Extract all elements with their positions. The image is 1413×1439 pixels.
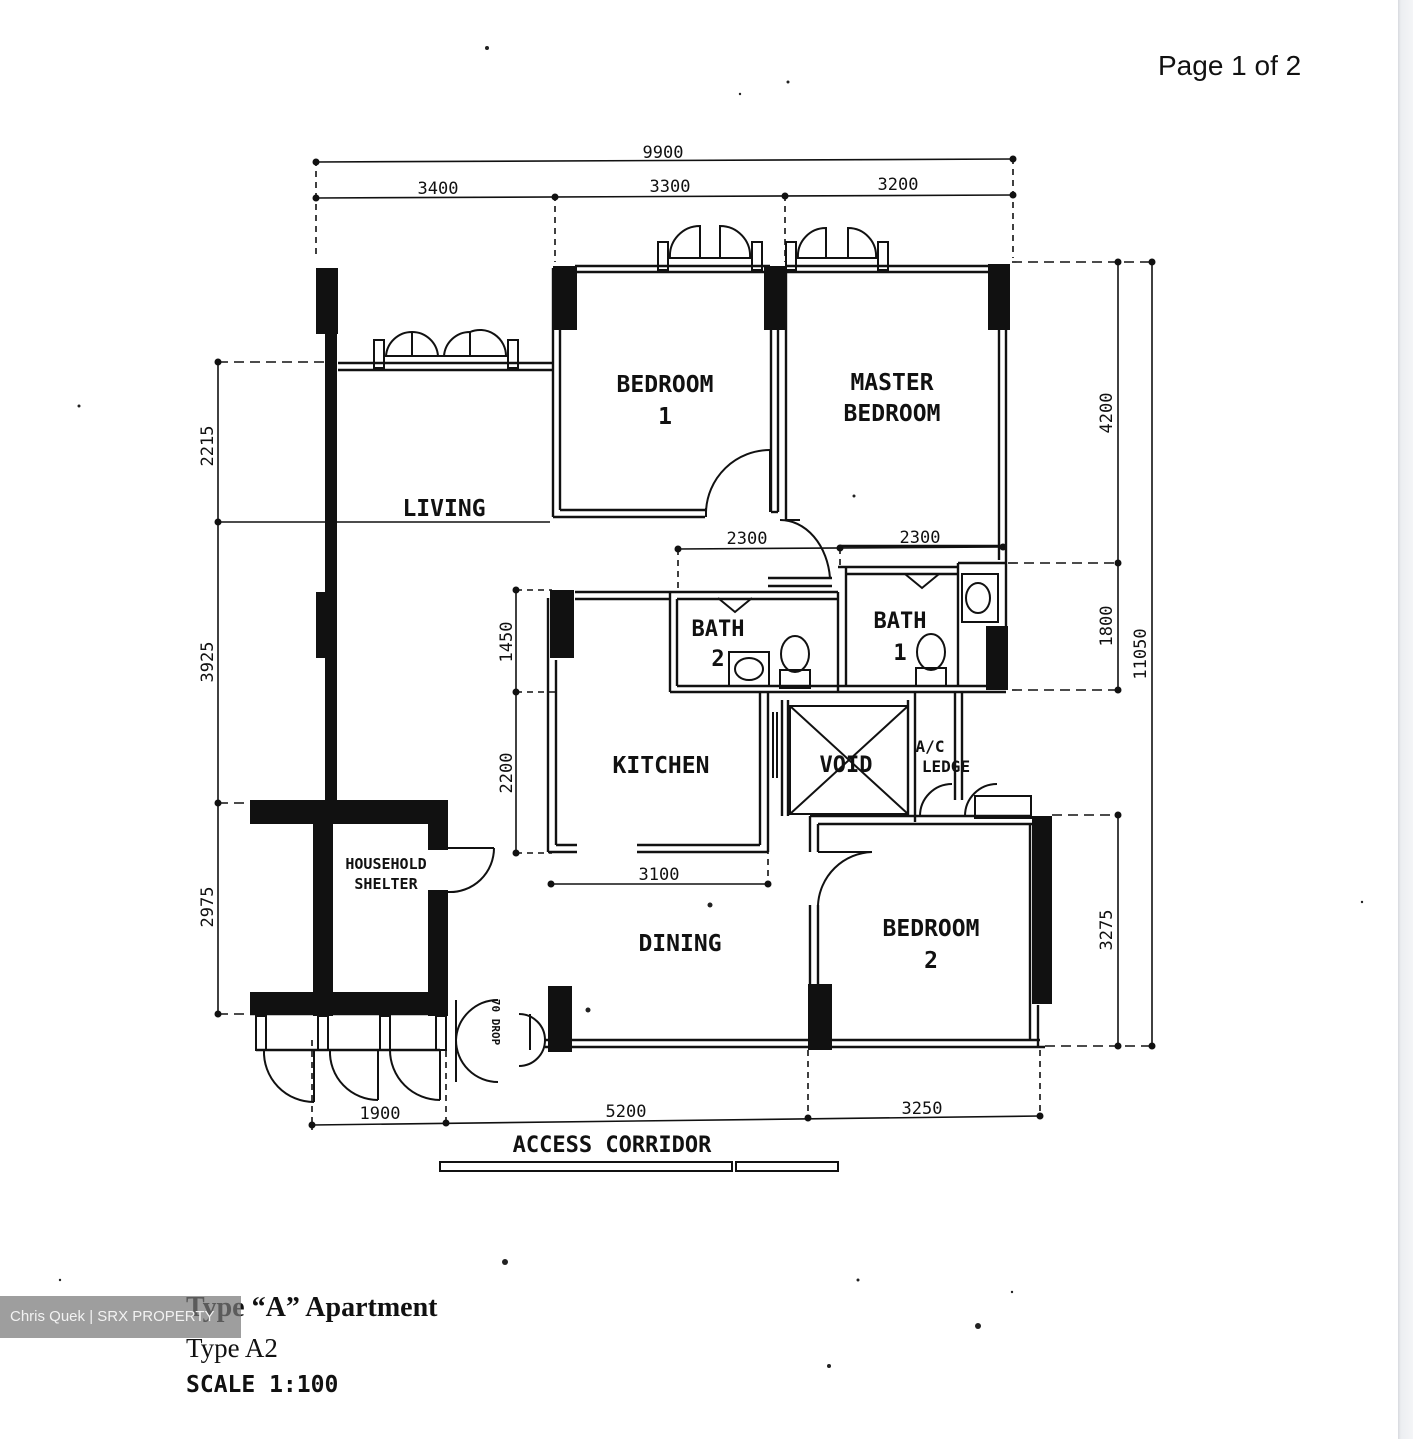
dim-bottom-1: 1900 xyxy=(360,1104,401,1124)
walls-thick xyxy=(250,264,1052,1052)
living-label: LIVING xyxy=(402,496,485,522)
dim-right-total: 11050 xyxy=(1131,628,1151,679)
walls-thin xyxy=(250,264,1045,1052)
dim-left-2: 3925 xyxy=(198,642,218,683)
scan-specks xyxy=(58,46,1364,1368)
page-indicator: Page 1 of 2 xyxy=(1158,50,1302,81)
void-label: VOID xyxy=(820,753,873,778)
dim-bath-width-1: 2300 xyxy=(727,529,768,549)
room-labels: BEDROOM 1 MASTER BEDROOM LIVING BATH 2 B… xyxy=(345,370,979,1158)
doors xyxy=(447,449,940,1083)
dim-top-3: 3200 xyxy=(878,175,919,195)
dim-kitchen-width: 3100 xyxy=(639,865,680,885)
watermark: Chris Quek | SRX PROPERTY xyxy=(0,1296,241,1338)
dim-right-3: 3275 xyxy=(1097,910,1117,951)
dim-left-3: 2975 xyxy=(198,887,218,928)
fixtures xyxy=(728,573,999,815)
dim-kitchen-height-2: 2200 xyxy=(497,753,517,794)
dim-bath-width-2: 2300 xyxy=(900,528,941,548)
bath1-number: 1 xyxy=(893,641,906,666)
drop-label: 70 DROP xyxy=(489,999,502,1046)
windows xyxy=(255,224,1032,1172)
ac-ledge-label-2: LEDGE xyxy=(922,757,970,776)
bedroom1-number: 1 xyxy=(658,404,672,430)
bath1-label: BATH xyxy=(874,609,927,634)
master-bedroom-label-2: BEDROOM xyxy=(844,401,941,427)
bath2-label: BATH xyxy=(692,617,745,642)
bedroom1-label: BEDROOM xyxy=(617,372,714,398)
caption-scale: SCALE 1:100 xyxy=(186,1372,339,1398)
bedroom2-label: BEDROOM xyxy=(883,916,980,942)
dim-top-total: 9900 xyxy=(643,143,684,163)
ac-ledge-label-1: A/C xyxy=(916,737,945,756)
dimension-dots xyxy=(214,155,1156,1129)
access-corridor-label: ACCESS CORRIDOR xyxy=(513,1133,712,1158)
dining-label: DINING xyxy=(638,931,721,957)
dimension-labels: 9900 3400 3300 3200 2215 3925 2975 4200 … xyxy=(198,143,1151,1124)
dim-bottom-3: 3250 xyxy=(902,1099,943,1119)
dim-top-2: 3300 xyxy=(650,177,691,197)
dim-top-1: 3400 xyxy=(418,179,459,199)
page-edge xyxy=(1398,0,1413,1439)
dim-bottom-2: 5200 xyxy=(606,1102,647,1122)
caption-subtitle: Type A2 xyxy=(186,1333,278,1363)
kitchen-label: KITCHEN xyxy=(613,753,710,779)
dim-kitchen-height-1: 1450 xyxy=(497,622,517,663)
bath2-number: 2 xyxy=(711,647,724,672)
dim-right-2: 1800 xyxy=(1097,606,1117,647)
bedroom2-number: 2 xyxy=(924,948,938,974)
dimension-lines xyxy=(217,158,1153,1130)
dim-right-1: 4200 xyxy=(1097,393,1117,434)
shelter-label-1: HOUSEHOLD xyxy=(345,855,426,873)
dim-left-1: 2215 xyxy=(198,426,218,467)
shelter-label-2: SHELTER xyxy=(354,875,418,893)
master-bedroom-label-1: MASTER xyxy=(850,370,933,396)
